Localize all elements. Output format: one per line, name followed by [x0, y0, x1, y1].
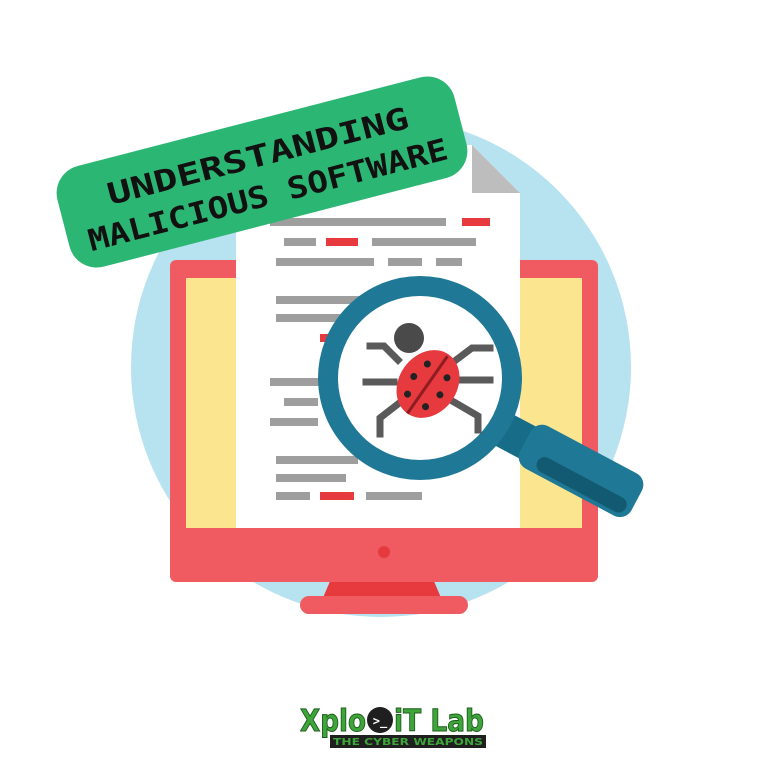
logo-text-xplo: Xplo	[300, 704, 366, 739]
logo-text-it-lab: iT Lab	[394, 704, 484, 739]
document-text-lines	[270, 218, 490, 500]
monitor-power-led	[378, 546, 390, 558]
logo-tagline-bar	[330, 735, 486, 748]
monitor-base	[300, 596, 468, 614]
title-banner-background	[56, 76, 468, 268]
magnifier-handle-shadow	[536, 457, 627, 513]
logo-prompt-symbol: >_	[373, 714, 388, 729]
terminal-prompt-icon	[367, 707, 393, 733]
ladybug-head	[394, 323, 424, 353]
logo-tagline: THE CYBER WEAPONS	[333, 737, 483, 748]
xploit-lab-logo: Xplo >_ iT Lab THE CYBER WEAPONS	[300, 704, 486, 748]
ladybug-icon	[362, 323, 494, 438]
document-fold	[472, 145, 520, 193]
